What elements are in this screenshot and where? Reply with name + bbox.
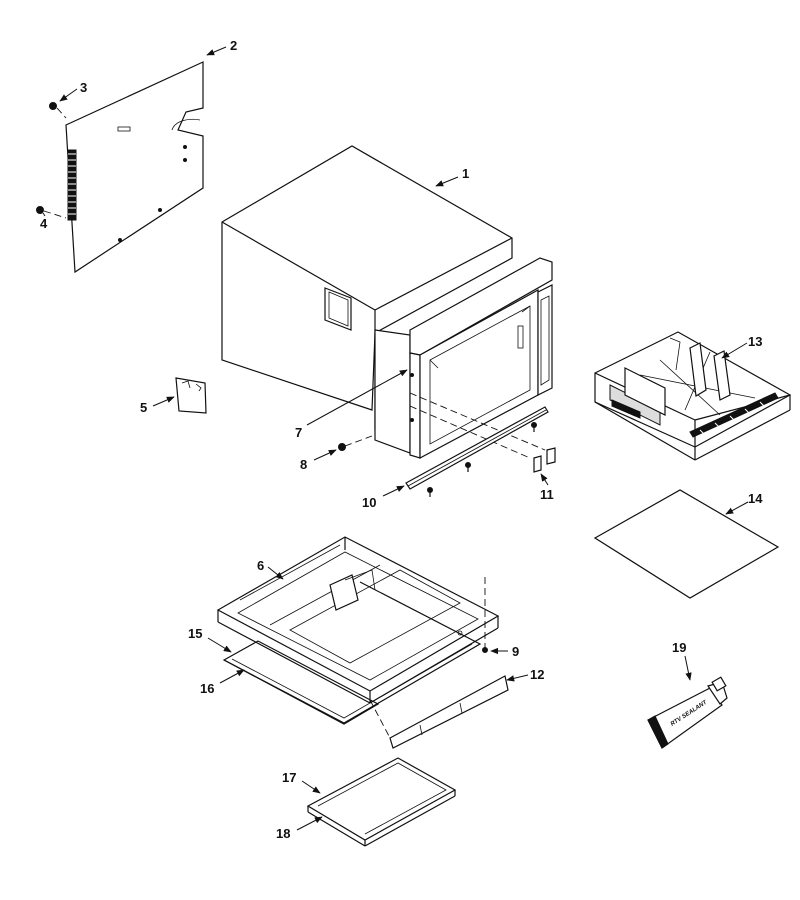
sealant-tube-part: RTV SEALANT xyxy=(647,676,728,749)
callout-label-16: 16 xyxy=(200,681,214,696)
callout-label-10: 10 xyxy=(362,495,376,510)
callout-18: 18 xyxy=(276,816,323,841)
callout-3: 3 xyxy=(59,80,87,102)
callout-label-15: 15 xyxy=(188,626,202,641)
callout-7: 7 xyxy=(295,369,408,440)
spacer-blocks-part xyxy=(533,447,556,473)
front-rail-part xyxy=(405,406,549,497)
flat-sheet-part xyxy=(593,489,780,599)
callout-9: 9 xyxy=(490,644,519,659)
callout-4: 4 xyxy=(40,212,48,231)
callout-label-7: 7 xyxy=(295,425,302,440)
front-strip-part xyxy=(389,675,509,749)
callout-label-2: 2 xyxy=(230,38,237,53)
callout-label-9: 9 xyxy=(512,644,519,659)
callout-17: 17 xyxy=(282,770,321,794)
callout-6: 6 xyxy=(257,558,284,580)
callout-label-17: 17 xyxy=(282,770,296,785)
base-frame-part xyxy=(216,536,500,704)
callout-label-18: 18 xyxy=(276,826,290,841)
callout-label-1: 1 xyxy=(462,166,469,181)
callout-11: 11 xyxy=(540,473,554,502)
callout-label-11: 11 xyxy=(540,487,554,502)
cabinet-part xyxy=(221,145,553,460)
alignment-line xyxy=(409,392,546,451)
callout-10: 10 xyxy=(362,485,405,510)
callout-14: 14 xyxy=(725,491,763,515)
callout-19: 19 xyxy=(672,640,692,681)
gasket-frame-part xyxy=(222,581,482,725)
callout-16: 16 xyxy=(200,669,245,696)
callout-2: 2 xyxy=(206,38,237,56)
callout-label-5: 5 xyxy=(140,400,147,415)
alignment-line xyxy=(369,699,391,739)
cover-plate-part xyxy=(175,377,207,414)
callout-1: 1 xyxy=(435,166,469,187)
drip-tray-part xyxy=(306,757,457,847)
callout-label-6: 6 xyxy=(257,558,264,573)
callout-label-13: 13 xyxy=(748,334,762,349)
callout-label-8: 8 xyxy=(300,457,307,472)
tray-assembly-part xyxy=(594,331,792,461)
callout-13: 13 xyxy=(721,334,762,359)
callout-label-3: 3 xyxy=(80,80,87,95)
screw-part-9 xyxy=(482,647,488,653)
vent-slots xyxy=(67,149,77,221)
callout-label-14: 14 xyxy=(748,491,763,506)
screw-part-4 xyxy=(36,206,67,219)
callout-label-12: 12 xyxy=(530,667,544,682)
callout-8: 8 xyxy=(300,449,337,472)
side-panel-part xyxy=(65,61,204,274)
callout-5: 5 xyxy=(140,396,175,415)
callout-label-19: 19 xyxy=(672,640,686,655)
callout-label-4: 4 xyxy=(40,216,48,231)
screw-part-3 xyxy=(49,102,67,119)
callout-12: 12 xyxy=(506,667,544,682)
screw-part-8 xyxy=(338,435,373,451)
callout-15: 15 xyxy=(188,626,232,653)
